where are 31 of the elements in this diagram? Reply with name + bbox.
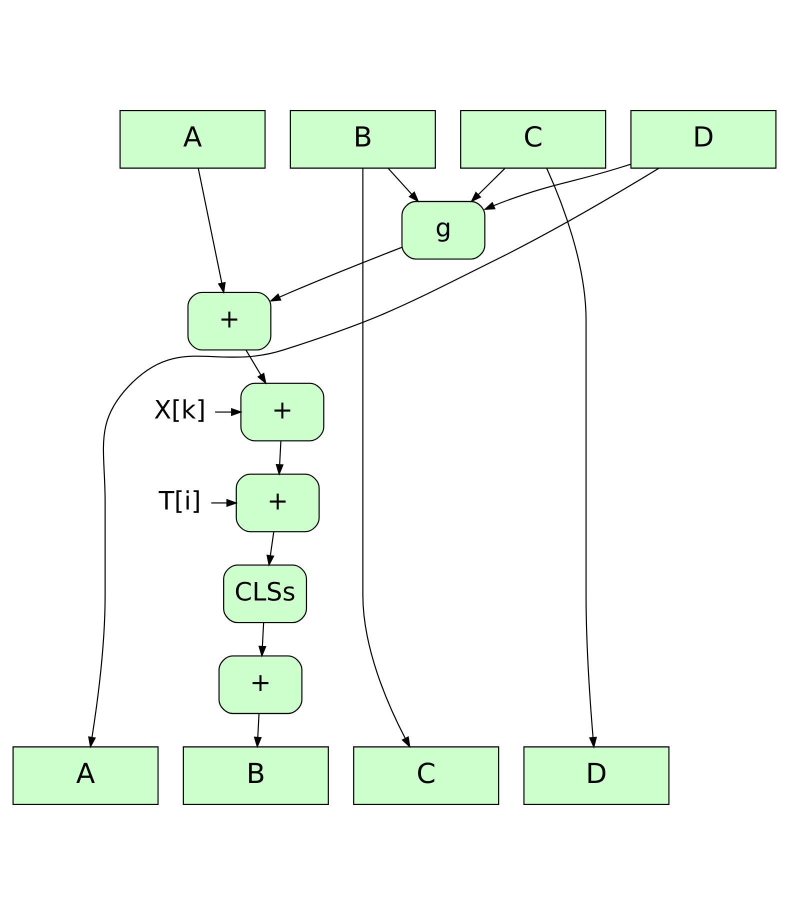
- node-box: +: [240, 382, 324, 442]
- node-box: D: [523, 746, 670, 805]
- node-text: T[i]: [158, 486, 202, 516]
- arrow: [276, 441, 284, 476]
- node-box: A: [120, 110, 266, 169]
- node-box: g: [401, 200, 486, 260]
- arrow: [483, 164, 631, 210]
- node-box: CLSs: [223, 564, 308, 624]
- node-box: +: [218, 655, 302, 714]
- arrow: [362, 168, 410, 748]
- arrow: [258, 623, 266, 658]
- node-box: A: [12, 746, 159, 805]
- arrow: [388, 168, 420, 203]
- arrow: [198, 168, 226, 294]
- node-box: +: [236, 474, 320, 532]
- arrow: [254, 714, 262, 748]
- arrow: [211, 498, 238, 507]
- node-box: +: [187, 292, 272, 350]
- arrow: [246, 350, 267, 385]
- node-box: B: [182, 746, 329, 805]
- node-text: X[k]: [154, 395, 206, 424]
- node-box: D: [630, 110, 776, 169]
- node-box: C: [353, 746, 500, 805]
- arrow: [470, 168, 506, 202]
- node-box: C: [460, 110, 606, 169]
- arrow: [266, 532, 274, 567]
- node-box: B: [290, 110, 436, 169]
- arrow: [88, 168, 660, 748]
- arrow: [269, 246, 402, 302]
- arrow: [546, 168, 598, 749]
- arrow: [215, 408, 243, 416]
